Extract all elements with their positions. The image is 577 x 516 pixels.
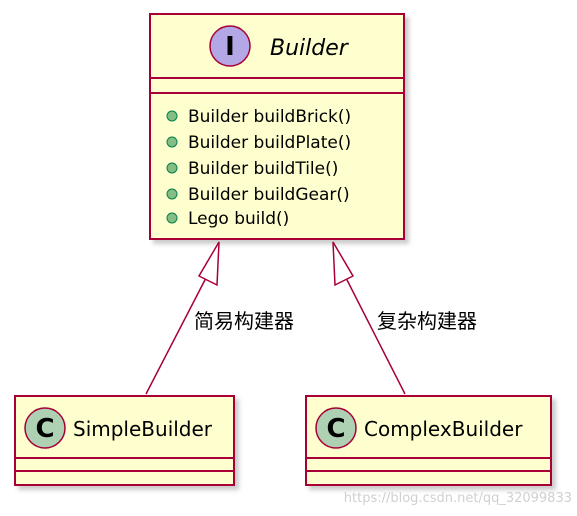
builder-interface-box bbox=[149, 13, 405, 240]
inheritance-arrow-complex bbox=[332, 241, 406, 395]
method-item: Builder buildGear() bbox=[166, 185, 350, 205]
method-item: Builder buildTile() bbox=[166, 159, 338, 179]
method-bullet-icon bbox=[166, 188, 178, 200]
hollow-triangle-icon bbox=[332, 241, 355, 287]
watermark: https://blog.csdn.net/qq_32099833 bbox=[344, 491, 572, 506]
method-label: Builder buildPlate() bbox=[188, 133, 351, 153]
class-stereotype-letter: C bbox=[326, 414, 345, 444]
builder-interface: I Builder Builder buildBrick() Builder b… bbox=[149, 13, 405, 240]
hollow-triangle-icon bbox=[197, 241, 220, 287]
arrow-line bbox=[344, 275, 406, 395]
interface-name: Builder bbox=[270, 36, 350, 61]
method-label: Builder buildTile() bbox=[188, 159, 338, 179]
edge-label-complex: 复杂构建器 bbox=[377, 309, 477, 333]
method-item: Builder buildPlate() bbox=[166, 133, 351, 153]
interface-stereotype-letter: I bbox=[225, 32, 235, 62]
class-stereotype-icon bbox=[315, 407, 357, 449]
method-bullet-icon bbox=[166, 136, 178, 148]
simple-builder-name: SimpleBuilder bbox=[73, 417, 213, 441]
complex-builder-name: ComplexBuilder bbox=[364, 417, 523, 441]
method-bullet-icon bbox=[166, 212, 178, 224]
method-label: Lego build() bbox=[188, 209, 289, 229]
method-item: Builder buildBrick() bbox=[166, 107, 351, 127]
class-stereotype-letter: C bbox=[35, 414, 54, 444]
edge-label-simple: 简易构建器 bbox=[194, 309, 294, 333]
method-list: Builder buildBrick() Builder buildPlate(… bbox=[166, 107, 351, 229]
method-bullet-icon bbox=[166, 110, 178, 122]
method-item: Lego build() bbox=[166, 209, 289, 229]
complex-builder-class: C ComplexBuilder bbox=[305, 395, 552, 486]
interface-stereotype-icon bbox=[209, 25, 251, 67]
class-stereotype-icon bbox=[24, 407, 66, 449]
inheritance-arrow-simple bbox=[145, 241, 220, 395]
method-bullet-icon bbox=[166, 162, 178, 174]
method-label: Builder buildGear() bbox=[188, 185, 350, 205]
arrow-line bbox=[145, 275, 208, 395]
simple-builder-class: C SimpleBuilder bbox=[14, 395, 235, 486]
method-label: Builder buildBrick() bbox=[188, 107, 351, 127]
